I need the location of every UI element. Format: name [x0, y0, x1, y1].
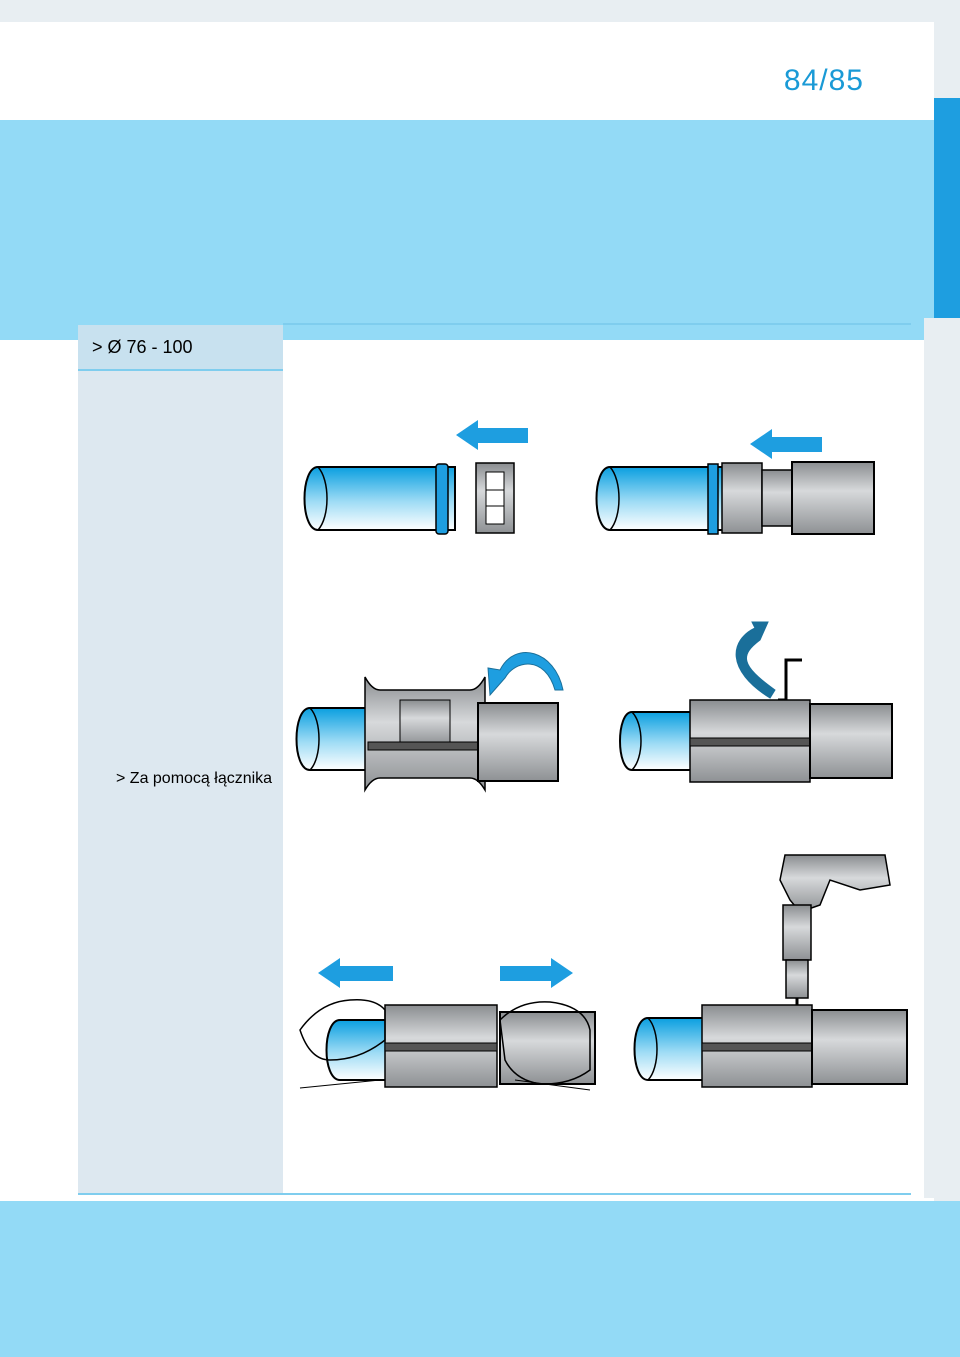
rotate-fitting-step	[295, 652, 564, 793]
footer-divider	[78, 1193, 911, 1195]
arrow-right-icon	[500, 958, 573, 988]
page-number: 84/85	[783, 64, 864, 97]
hand-right-icon	[499, 1001, 591, 1085]
sidebar-header	[78, 325, 283, 371]
right-edge	[924, 318, 934, 1198]
pipe-nut-push-step	[595, 429, 875, 535]
top-band	[0, 120, 934, 340]
allen-key-icon	[778, 658, 802, 702]
arrow-left-icon	[750, 429, 822, 459]
rotate-arrow-icon	[735, 621, 776, 699]
pull-apart-hands-step	[299, 958, 596, 1091]
section-subtitle: > Za pomocą łącznika	[116, 770, 273, 787]
right-tab	[934, 98, 960, 318]
arrow-left-icon	[456, 420, 528, 450]
drill-step	[633, 854, 908, 1088]
arrow-left-icon	[318, 958, 393, 988]
header-divider	[283, 323, 911, 325]
section-title: > Ø 76 - 100	[92, 337, 193, 357]
sidebar	[78, 325, 283, 1193]
bottom-band	[0, 1201, 960, 1357]
hand-left-icon	[299, 998, 386, 1061]
pipe-ring-insert-step	[303, 420, 528, 535]
drill-icon	[779, 854, 891, 1030]
rotate-arrow-icon	[487, 652, 564, 697]
allen-key-rotate-step	[619, 621, 893, 783]
